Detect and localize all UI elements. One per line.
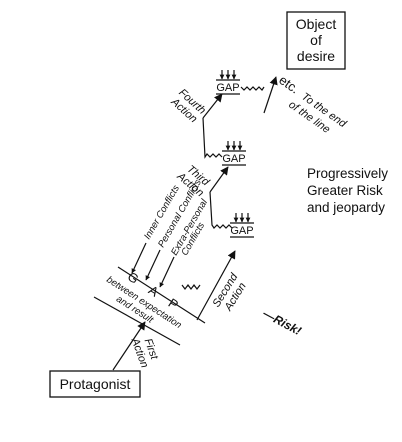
- side-note-line3: and jeopardy: [307, 200, 385, 215]
- etc-label-group: etc. To the end of the line: [276, 72, 349, 136]
- third-action-arrow: [209, 166, 229, 193]
- gap-node-2-label: GAP: [230, 225, 253, 237]
- gap-node-4: GAP: [216, 70, 240, 95]
- second-action-label: Second Action: [210, 271, 248, 314]
- final-action-arrow: [263, 76, 278, 114]
- third-action-label: Third Action: [174, 163, 212, 199]
- gap-squiggle-3: [202, 117, 223, 159]
- gap-band-top-line: [117, 266, 206, 324]
- gap-squiggle-2: [209, 191, 233, 229]
- side-note-line2: Greater Risk: [307, 183, 383, 198]
- gap-squiggle-4: [240, 86, 265, 91]
- main-gap-label: G A P between expectation and result: [104, 269, 186, 331]
- etc-word: etc.: [276, 72, 302, 96]
- protagonist-box: Protagonist: [49, 370, 141, 398]
- gap-node-3: GAP: [222, 141, 246, 166]
- first-action-arrow: [112, 321, 146, 371]
- inner-conflict-arrow: [131, 242, 147, 274]
- object-label-line3: desire: [297, 48, 335, 64]
- risk-label: —Risk!: [260, 306, 304, 338]
- protagonist-label: Protagonist: [60, 376, 131, 392]
- second-action-arrow: [196, 250, 236, 321]
- gap-squiggle-1: [181, 284, 201, 290]
- personal-conflict-arrow: [145, 249, 161, 281]
- object-of-desire-box: Object of desire: [286, 11, 346, 70]
- side-note: Progressively Greater Risk and jeopardy: [307, 166, 388, 215]
- object-label-line2: of: [310, 32, 322, 48]
- side-note-line1: Progressively: [307, 166, 388, 181]
- fourth-action-arrow: [202, 93, 223, 119]
- object-label-line1: Object: [296, 16, 337, 32]
- first-action-label: First Action: [128, 336, 160, 370]
- gap-band-bottom-line: [93, 296, 181, 346]
- gap-node-2: GAP: [230, 213, 254, 238]
- gap-node-3-label: GAP: [222, 153, 245, 165]
- extra-personal-conflict-arrow: [159, 256, 175, 288]
- fourth-action-label: Fourth Action: [168, 87, 208, 126]
- gap-node-4-label: GAP: [216, 82, 239, 94]
